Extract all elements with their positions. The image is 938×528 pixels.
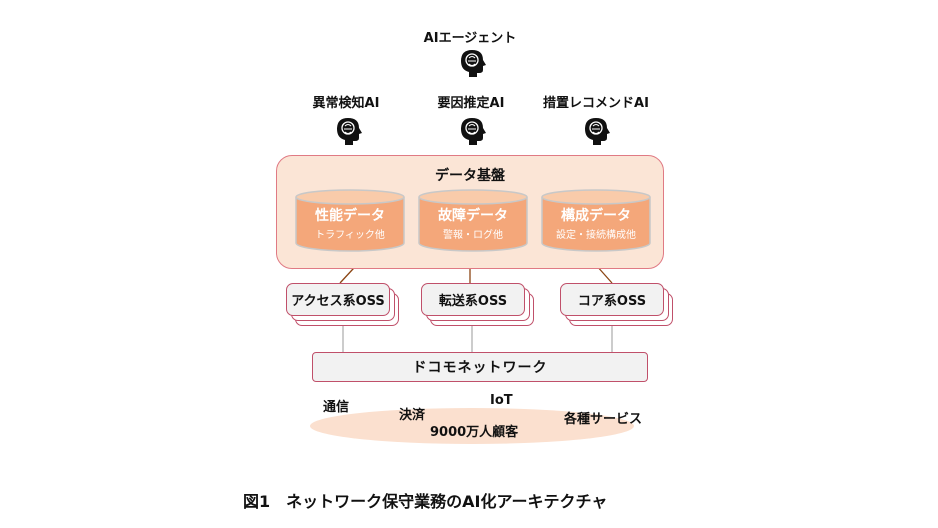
customer-label-comm: 通信: [323, 400, 350, 415]
agent-label-top: AIエージェント: [423, 31, 517, 46]
db-subtitle-performance: トラフィック他: [315, 230, 385, 241]
database-cylinder-fault: [418, 189, 528, 252]
customer-label-payment: 決済: [399, 408, 426, 423]
db-title-performance: 性能データ: [315, 208, 385, 224]
customer-label-services: 各種サービス: [564, 412, 643, 427]
oss-access: アクセス系OSS: [286, 283, 390, 316]
data-platform-title: データ基盤: [435, 168, 505, 184]
database-cylinder-config: [541, 189, 651, 252]
agent-label-cause: 要因推定AI: [437, 96, 505, 111]
db-subtitle-config: 設定・接続構成他: [556, 230, 636, 241]
db-title-config: 構成データ: [561, 208, 631, 224]
ai-head-icon: [461, 50, 486, 77]
customer-label-iot: IoT: [490, 393, 513, 408]
ai-head-icon: [337, 118, 362, 145]
database-cylinder-performance: [295, 189, 405, 252]
agent-label-anomaly: 異常検知AI: [312, 96, 380, 111]
docomo-network: ドコモネットワーク: [312, 352, 648, 382]
db-subtitle-fault: 警報・ログ他: [443, 230, 503, 241]
ai-head-icon: [585, 118, 610, 145]
oss-transport: 転送系OSS: [421, 283, 525, 316]
agent-label-remedy: 措置レコメンドAI: [543, 96, 649, 111]
customer-ellipse: [310, 408, 634, 444]
ai-head-icon: [461, 118, 486, 145]
customer-label-customers: 9000万人顧客: [430, 425, 519, 440]
oss-core: コア系OSS: [560, 283, 664, 316]
figure-caption: 図1 ネットワーク保守業務のAI化アーキテクチャ: [243, 492, 608, 511]
db-title-fault: 故障データ: [438, 208, 508, 224]
